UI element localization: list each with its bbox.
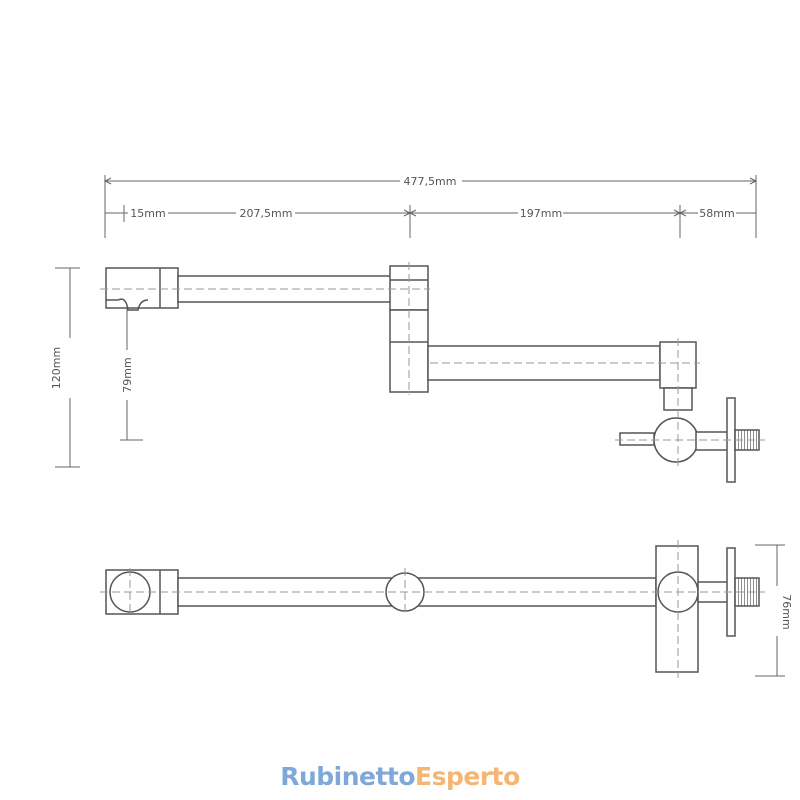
valve-lever: [619, 432, 655, 446]
segment-dimensions: [105, 205, 756, 238]
segment-spout-label: 15mm: [130, 207, 165, 220]
top-view: [105, 545, 760, 673]
segment-arm1-label: 207,5mm: [240, 207, 293, 220]
brand-logo: RubinettoEsperto: [0, 762, 800, 791]
brand-part1: Rubinetto: [280, 762, 416, 791]
height-total-label: 120mm: [50, 347, 63, 389]
overall-width-label: 477,5mm: [404, 175, 457, 188]
valve-outlet: [695, 431, 729, 451]
brand-part2: Esperto: [415, 762, 520, 791]
side-view: [105, 265, 760, 483]
depth-dimension: [755, 544, 785, 677]
segment-arm2-label: 197mm: [520, 207, 562, 220]
top-view-centerlines: [100, 540, 765, 678]
overall-width-dimension: [103, 175, 758, 238]
height-spout-label: 79mm: [121, 357, 134, 392]
side-view-centerlines: [100, 262, 765, 468]
segment-wall-label: 58mm: [699, 207, 734, 220]
depth-label: 76mm: [780, 594, 793, 629]
